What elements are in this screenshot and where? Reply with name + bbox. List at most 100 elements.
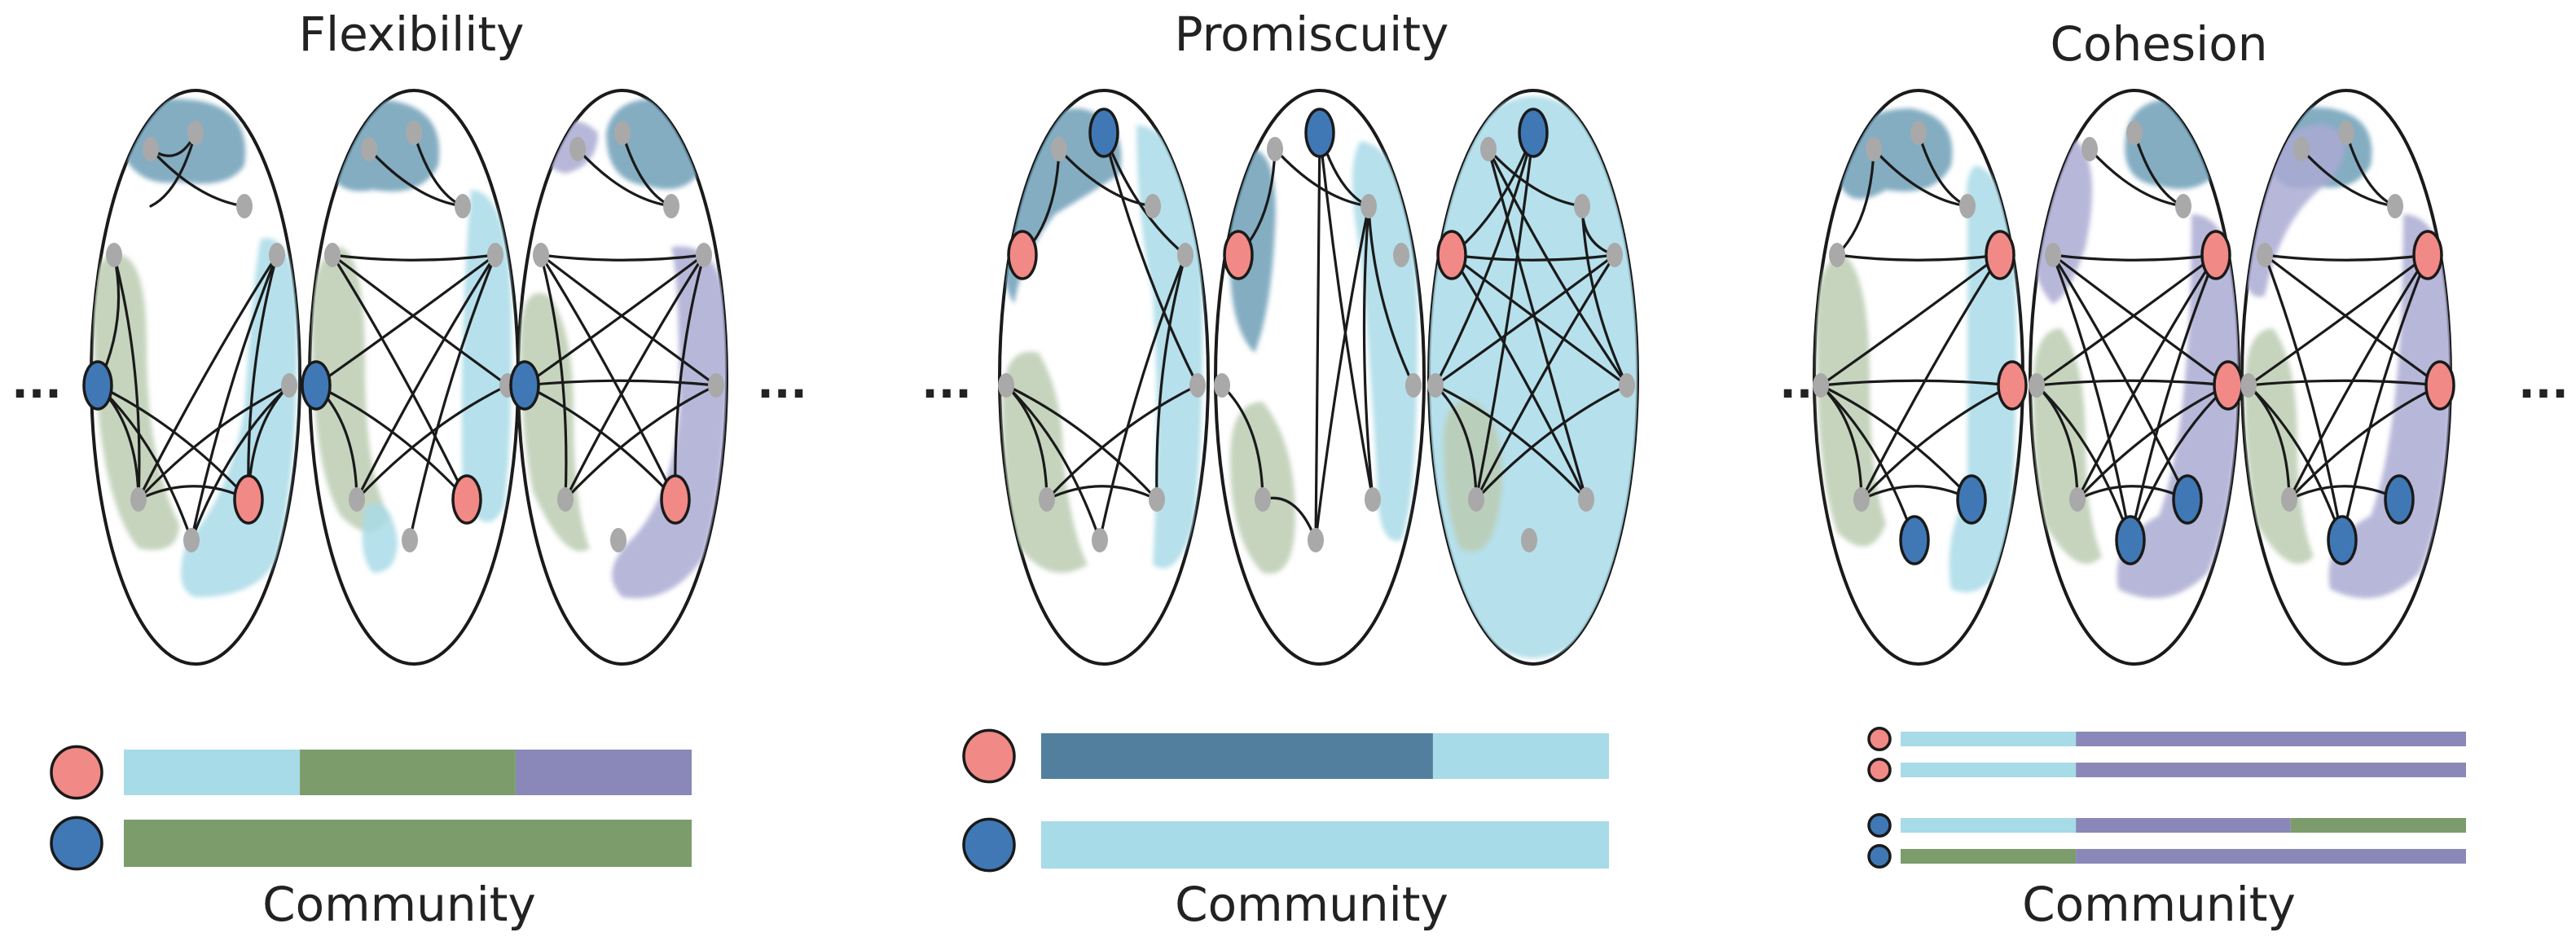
- highlighted-node-blue: [1304, 108, 1335, 158]
- network-node: [1149, 487, 1165, 512]
- bar-node-red: [1867, 726, 1892, 752]
- network-edge: [2263, 253, 2429, 262]
- ellipsis-right-cohesion: ...: [2518, 357, 2569, 408]
- panel-title-cohesion: Cohesion: [2050, 16, 2267, 72]
- layer-cohesion-2: [2029, 89, 2244, 666]
- network-node: [1607, 243, 1623, 267]
- network-edge: [137, 384, 291, 501]
- network-node: [183, 528, 200, 552]
- network-edge: [1367, 205, 1415, 387]
- community-bars: [50, 726, 2466, 873]
- highlighted-node-blue: [1899, 515, 1930, 565]
- network-edge: [2051, 253, 2189, 501]
- network-edge: [367, 147, 464, 208]
- network-edge: [331, 253, 497, 262]
- community-region-teal: [324, 100, 440, 191]
- bar-node-red: [50, 745, 103, 800]
- network-edge: [1860, 384, 2014, 501]
- highlighted-node-red: [1985, 230, 2016, 280]
- network-node: [324, 243, 341, 267]
- network-node: [487, 243, 503, 267]
- network-edge: [355, 384, 509, 501]
- network-node: [455, 194, 471, 218]
- highlighted-node-red: [1007, 230, 1038, 280]
- network-node: [1574, 194, 1590, 218]
- ellipsis-right-flexibility: ...: [757, 357, 807, 408]
- network-edge: [1045, 485, 1158, 501]
- network-node: [2293, 137, 2310, 161]
- highlighted-node-red: [2213, 360, 2244, 411]
- network-node: [1365, 487, 1381, 512]
- network-node: [1619, 373, 1635, 398]
- bar-segment-lightblue: [1901, 818, 2077, 833]
- network-edge: [2247, 379, 2442, 387]
- network-edge: [523, 379, 718, 387]
- bar-segment-lightblue: [1901, 763, 2077, 777]
- community-region-lightblue: [461, 190, 512, 522]
- network-edge: [331, 253, 509, 387]
- network-node: [1177, 243, 1193, 267]
- network-node: [406, 121, 422, 145]
- highlighted-node-red: [1436, 230, 1467, 280]
- highlighted-node-red: [1997, 360, 2028, 411]
- network-edge: [2076, 253, 2218, 501]
- network-node: [281, 373, 297, 398]
- community-region-purple: [2117, 214, 2239, 599]
- bar-segment-green: [300, 750, 516, 795]
- network-edge: [2288, 253, 2429, 501]
- network-edge: [539, 253, 677, 501]
- network-node: [2069, 487, 2086, 512]
- bar-row-flexibility-2: [50, 816, 692, 871]
- network-node: [663, 194, 679, 218]
- network-edge: [1434, 384, 1478, 501]
- network-node: [2281, 487, 2297, 512]
- network-edge: [2051, 253, 2218, 262]
- network-edge: [149, 131, 197, 208]
- highlighted-node-red: [451, 474, 482, 525]
- highlighted-node-blue: [2384, 474, 2415, 525]
- bar-row-cohesion-2: [1867, 757, 2466, 783]
- bar-segment-green: [1901, 849, 2077, 864]
- network-edge: [2247, 384, 2344, 542]
- network-edge: [1450, 253, 1616, 262]
- network-node: [614, 121, 631, 145]
- network-node: [402, 528, 418, 552]
- network-edge: [1314, 205, 1370, 542]
- network-node: [1308, 528, 1324, 552]
- network-node: [349, 487, 365, 512]
- network-edge: [1434, 131, 1535, 387]
- highlighted-node-blue: [2172, 474, 2203, 525]
- layer-cohesion-1: [1813, 89, 2028, 666]
- panel-title-promiscuity: Promiscuity: [1175, 7, 1449, 62]
- network-node: [1910, 121, 1927, 145]
- network-edge: [674, 253, 706, 501]
- community-region-purple: [2328, 214, 2451, 599]
- bar-node-red: [1867, 757, 1892, 783]
- bar-segment-green: [124, 820, 692, 867]
- network-edge: [1318, 131, 1374, 501]
- network-node: [1829, 243, 1845, 267]
- network-edge: [112, 253, 141, 501]
- network-edge: [1102, 131, 1199, 387]
- panel-footer-cohesion: Community: [2022, 877, 2296, 932]
- network-edge: [2035, 379, 2230, 387]
- network-node: [610, 528, 626, 552]
- network-node: [1039, 487, 1055, 512]
- community-region-lightblue: [1429, 96, 1637, 658]
- network-node: [1521, 528, 1537, 552]
- network-edge: [314, 253, 497, 387]
- community-region-lightblue: [181, 238, 297, 597]
- network-node: [1267, 137, 1283, 161]
- network-node: [2126, 121, 2143, 145]
- network-node: [187, 121, 204, 145]
- network-edge: [331, 253, 468, 501]
- network-edge: [1098, 253, 1187, 542]
- network-edge: [539, 253, 568, 501]
- network-node: [696, 243, 712, 267]
- bar-node-red: [962, 728, 1016, 784]
- bar-segment-lightblue: [1901, 732, 2077, 746]
- bar-row-promiscuity-1: [962, 728, 1609, 784]
- highlighted-node-blue: [2115, 515, 2146, 565]
- network-edge: [1819, 379, 2014, 387]
- bar-node-blue: [1867, 843, 1892, 869]
